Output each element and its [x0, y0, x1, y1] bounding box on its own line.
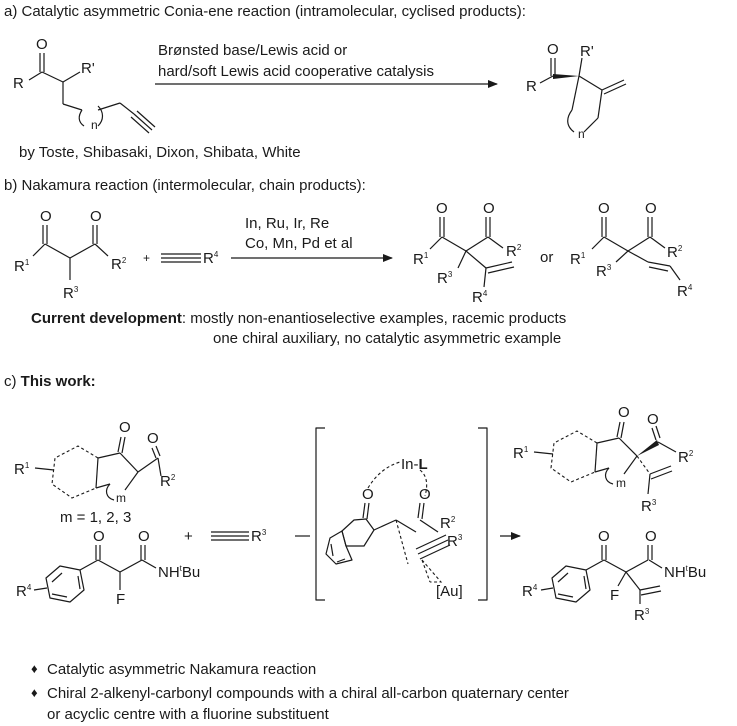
c-amide-f: F [116, 591, 125, 608]
c-amide-nhtbu: NHtBu [158, 564, 200, 581]
branched-product: O R1 R3 R4 O R2 [413, 200, 522, 306]
b-prod1-r4: R4 [472, 289, 488, 306]
section-b-heading: b) Nakamura reaction (intermolecular, ch… [4, 177, 366, 194]
fluoro-amide-reactant: R4 O F O NHtBu [16, 528, 200, 608]
b-prod2-o1: O [598, 200, 610, 217]
c-reactant-r1: R1 [14, 461, 30, 478]
b-prod1-r1: R1 [413, 251, 429, 268]
b-prod2-r2: R2 [667, 244, 683, 261]
bullet-2-line2: or acyclic centre with a fluorine substi… [47, 706, 330, 723]
c-prod2-o2: O [645, 528, 657, 545]
c-prod1-r2: R2 [678, 449, 694, 466]
c-amide-r4: R4 [16, 583, 32, 600]
ts-r2: R2 [440, 515, 456, 532]
b-prod2-r4: R4 [677, 283, 693, 300]
alkyne-r3: R3 [251, 528, 267, 545]
c-prod1-o1: O [618, 404, 630, 421]
section-a-heading: a) Catalytic asymmetric Conia-ene reacti… [4, 3, 526, 20]
alkyne-r4: R4 [203, 250, 219, 267]
product-a-r-prime: R' [580, 43, 594, 60]
n-index: n [91, 118, 98, 132]
c-prod2-r4: R4 [522, 583, 538, 600]
r-prime-substituent: R' [81, 60, 95, 77]
transition-state: In-L O O R2 R3 [Au] [315, 427, 488, 601]
conditions-a-line2: hard/soft Lewis acid cooperative catalys… [158, 63, 434, 80]
b-prod1-r2: R2 [506, 243, 522, 260]
plus-b: + [143, 251, 150, 265]
b-reactant-o2: O [90, 208, 102, 225]
bullet-marker-2: ♦ [31, 685, 38, 700]
b-reactant-r1: R1 [14, 258, 30, 275]
c-prod2-nhtbu: NHtBu [664, 564, 706, 581]
plus-c: + [184, 528, 193, 545]
b-prod1-o2: O [483, 200, 495, 217]
b-prod1-r3: R3 [437, 270, 453, 287]
c-prod1-r1: R1 [513, 445, 529, 462]
b-prod2-o2: O [645, 200, 657, 217]
c-prod2-o1: O [598, 528, 610, 545]
product-a-n-index: n [578, 127, 585, 141]
terminal-alkyne-c: R3 [211, 528, 267, 545]
conditions-b-line2: Co, Mn, Pd et al [245, 235, 353, 252]
b-reactant-r3: R3 [63, 285, 79, 302]
c-amide-o2: O [138, 528, 150, 545]
fluoro-acyclic-product: R4 O F O NHtBu R3 [522, 528, 706, 624]
conia-ene-product: O R R' n [526, 41, 627, 141]
current-development-line2: one chiral auxiliary, no catalytic asymm… [213, 330, 561, 347]
c-reactant-o1: O [119, 419, 131, 436]
c-prod2-f: F [610, 587, 619, 604]
b-prod2-r1: R1 [570, 251, 586, 268]
c-reactant-m: m [116, 491, 126, 505]
c-prod1-m: m [616, 476, 626, 490]
gold-catalyst: [Au] [436, 583, 463, 600]
c-reactant-r2: R2 [160, 473, 176, 490]
bullet-marker-1: ♦ [31, 661, 38, 676]
c-prod1-r3: R3 [641, 498, 657, 515]
r-substituent: R [13, 75, 24, 92]
b-prod2-r3: R3 [596, 263, 612, 280]
ts-o2: O [419, 486, 431, 503]
linear-product: O R1 R3 R4 O R2 [570, 200, 693, 300]
dicarbonyl-reactant: O R1 R3 O R2 [14, 208, 127, 302]
credits-a: by Toste, Shibasaki, Dixon, Shibata, Whi… [19, 144, 301, 161]
b-prod1-o1: O [436, 200, 448, 217]
c-prod2-r3: R3 [634, 607, 650, 624]
conia-ene-reactant: O R R' n [13, 36, 156, 134]
m-values: m = 1, 2, 3 [60, 509, 131, 526]
b-reactant-o1: O [40, 208, 52, 225]
c-prod1-o2: O [647, 411, 659, 428]
ts-r3: R3 [447, 533, 463, 550]
product-a-r: R [526, 78, 537, 95]
b-reactant-r2: R2 [111, 256, 127, 273]
current-development: Current development: mostly non-enantios… [31, 310, 566, 327]
or-label: or [540, 249, 553, 266]
conditions-a-line1: Brønsted base/Lewis acid or [158, 42, 347, 59]
indium-ligand: In-L [401, 456, 428, 473]
product-a-oxygen: O [547, 41, 559, 58]
cyclic-quaternary-product: O m R1 O R2 R3 [513, 404, 694, 515]
bullet-1: Catalytic asymmetric Nakamura reaction [47, 661, 316, 678]
conditions-b-line1: In, Ru, Ir, Re [245, 215, 329, 232]
terminal-alkyne-b: R4 [161, 250, 219, 267]
c-reactant-o2: O [147, 430, 159, 447]
carbonyl-oxygen: O [36, 36, 48, 53]
c-amide-o1: O [93, 528, 105, 545]
cyclic-ketone-reactant: O m R1 O R2 [14, 419, 176, 505]
section-c-heading: c) This work: [4, 373, 96, 390]
bullet-2-line1: Chiral 2-alkenyl-carbonyl compounds with… [47, 685, 569, 702]
ts-o1: O [362, 486, 374, 503]
